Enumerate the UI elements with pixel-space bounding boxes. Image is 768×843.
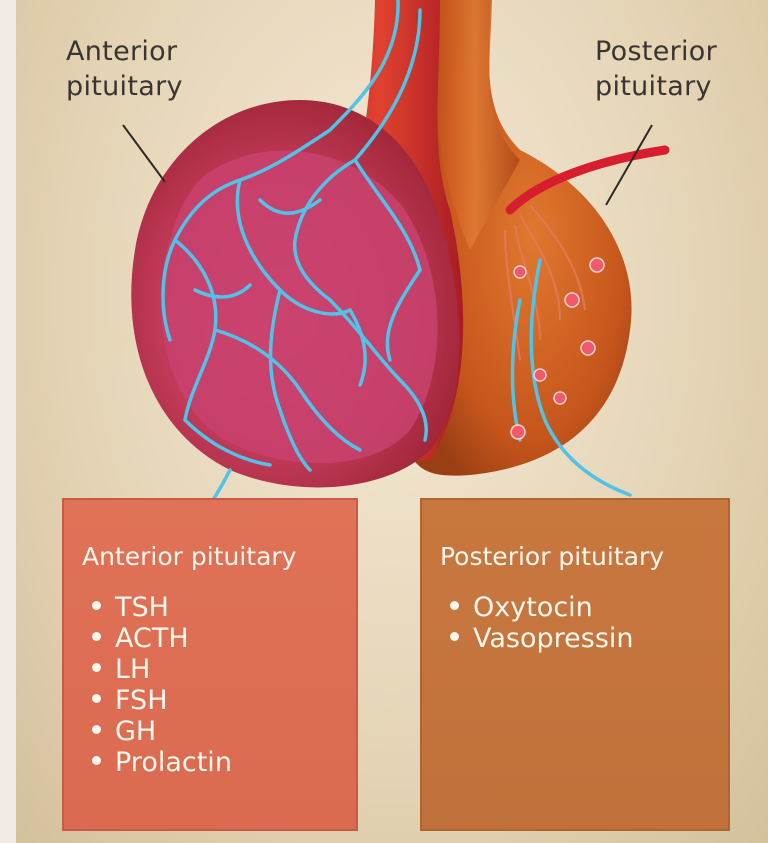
hormone-label: Oxytocin [473,592,593,623]
anterior-pituitary-callout: Anterior pituitary [66,34,183,104]
list-item: ACTH [92,623,356,654]
list-item: Prolactin [92,747,356,778]
bullet-icon [92,663,101,672]
posterior-callout-line-2: pituitary [595,69,717,104]
bullet-icon [92,725,101,734]
hormone-label: GH [115,716,156,747]
bullet-icon [450,632,459,641]
bullet-icon [92,601,101,610]
hormone-label: FSH [115,685,168,716]
posterior-pituitary-callout: Posterior pituitary [595,34,717,104]
list-item: GH [92,716,356,747]
bullet-icon [450,601,459,610]
anterior-callout-line-2: pituitary [66,69,183,104]
anterior-hormone-list: TSH ACTH LH FSH GH Prolactin [82,592,356,778]
list-item: Vasopressin [450,623,728,654]
posterior-panel-title: Posterior pituitary [440,540,728,574]
bullet-icon [92,632,101,641]
list-item: Oxytocin [450,592,728,623]
anterior-hormones-panel: Anterior pituitary TSH ACTH LH FSH GH Pr… [62,498,358,831]
hormone-label: ACTH [115,623,189,654]
posterior-hormone-list: Oxytocin Vasopressin [440,592,728,654]
bullet-icon [92,756,101,765]
hormone-label: TSH [115,592,169,623]
hormone-label: Prolactin [115,747,232,778]
posterior-callout-line-1: Posterior [595,34,717,69]
list-item: LH [92,654,356,685]
list-item: TSH [92,592,356,623]
posterior-hormones-panel: Posterior pituitary Oxytocin Vasopressin [420,498,730,831]
anterior-callout-line-1: Anterior [66,34,183,69]
hormone-label: Vasopressin [473,623,634,654]
list-item: FSH [92,685,356,716]
anterior-callout-line [123,125,165,182]
bullet-icon [92,694,101,703]
anterior-panel-title: Anterior pituitary [82,540,356,574]
hormone-label: LH [115,654,150,685]
